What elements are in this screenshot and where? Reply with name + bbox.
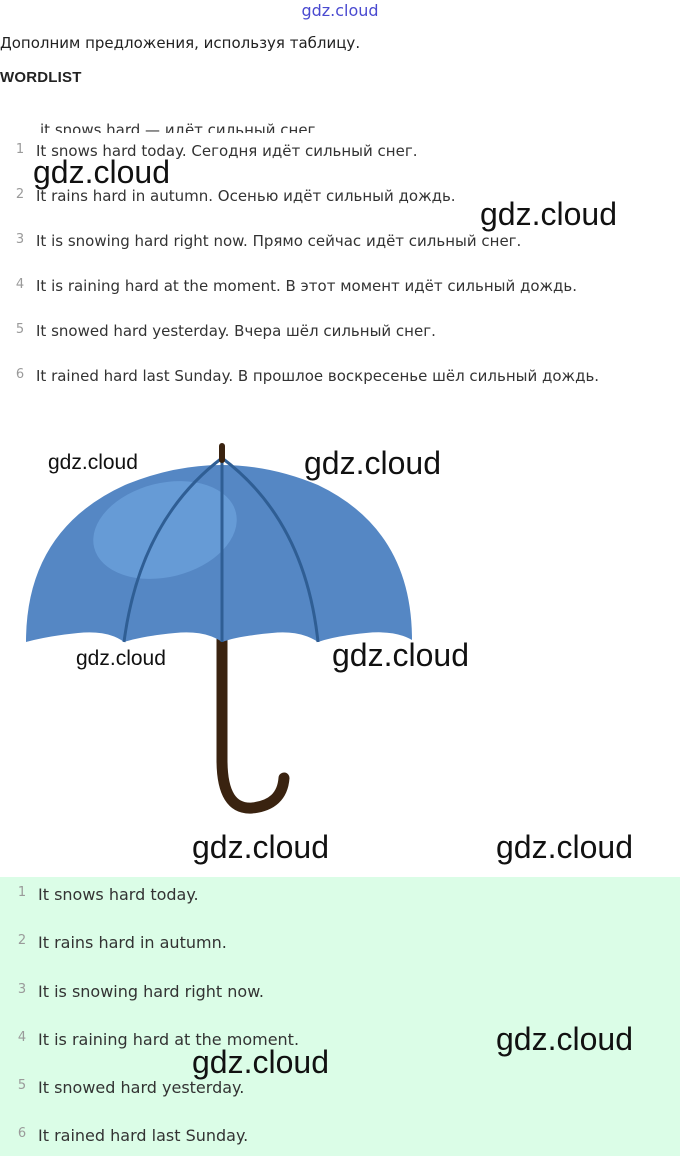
item-number: 2 — [17, 933, 27, 948]
item-text: It rains hard in autumn. — [38, 933, 227, 952]
item-number: 6 — [15, 367, 25, 382]
umbrella-highlight — [93, 481, 237, 579]
watermark: gdz.cloud — [480, 196, 617, 232]
item-text: It snowed hard yesterday. Вчера шёл силь… — [36, 322, 436, 340]
item-text: It is raining hard at the moment. В этот… — [36, 277, 578, 295]
task-instruction: Дополним предложения, используя таблицу. — [0, 34, 361, 52]
item-number: 3 — [17, 982, 27, 997]
item-number: 3 — [15, 232, 25, 247]
umbrella-rib-left — [122, 456, 223, 643]
item-number: 6 — [17, 1126, 27, 1141]
watermark: gdz.cloud — [76, 647, 166, 670]
item-text: It is snowing hard right now. — [38, 982, 264, 1001]
watermark: gdz.cloud — [192, 1044, 329, 1080]
item-number: 1 — [15, 142, 25, 157]
item-text: It snows hard today. — [38, 885, 199, 904]
item-number: 2 — [15, 187, 25, 202]
watermark: gdz.cloud — [33, 154, 170, 190]
watermark: gdz.cloud — [192, 829, 329, 865]
watermark: gdz.cloud — [496, 829, 633, 865]
item-number: 5 — [17, 1078, 27, 1093]
item-number: 4 — [17, 1030, 27, 1045]
item-text: It rained hard last Sunday. — [38, 1126, 249, 1145]
cut-off-line: it snows hard — идёт сильный снег — [40, 121, 316, 133]
item-number: 5 — [15, 322, 25, 337]
site-link[interactable]: gdz.cloud — [301, 1, 379, 20]
watermark: gdz.cloud — [304, 445, 441, 481]
item-number: 4 — [15, 277, 25, 292]
watermark: gdz.cloud — [48, 451, 138, 474]
item-text: It is raining hard at the moment. — [38, 1030, 300, 1049]
item-text: It rained hard last Sunday. В прошлое во… — [36, 367, 600, 385]
item-number: 1 — [17, 885, 27, 900]
answer-box: 1 It snows hard today. 2 It rains hard i… — [0, 877, 680, 1156]
watermark: gdz.cloud — [332, 637, 469, 673]
item-text: It snows hard today. Сегодня идёт сильны… — [36, 142, 418, 160]
item-text: It rains hard in autumn. Осенью идёт сил… — [36, 187, 456, 205]
umbrella-illustration — [26, 443, 412, 814]
umbrella-handle — [216, 624, 290, 814]
umbrella-rib-right — [221, 456, 320, 643]
item-text: It is snowing hard right now. Прямо сейч… — [36, 232, 522, 250]
section-title: WORDLIST — [0, 69, 82, 86]
item-text: It snowed hard yesterday. — [38, 1078, 245, 1097]
watermark: gdz.cloud — [496, 1021, 633, 1057]
